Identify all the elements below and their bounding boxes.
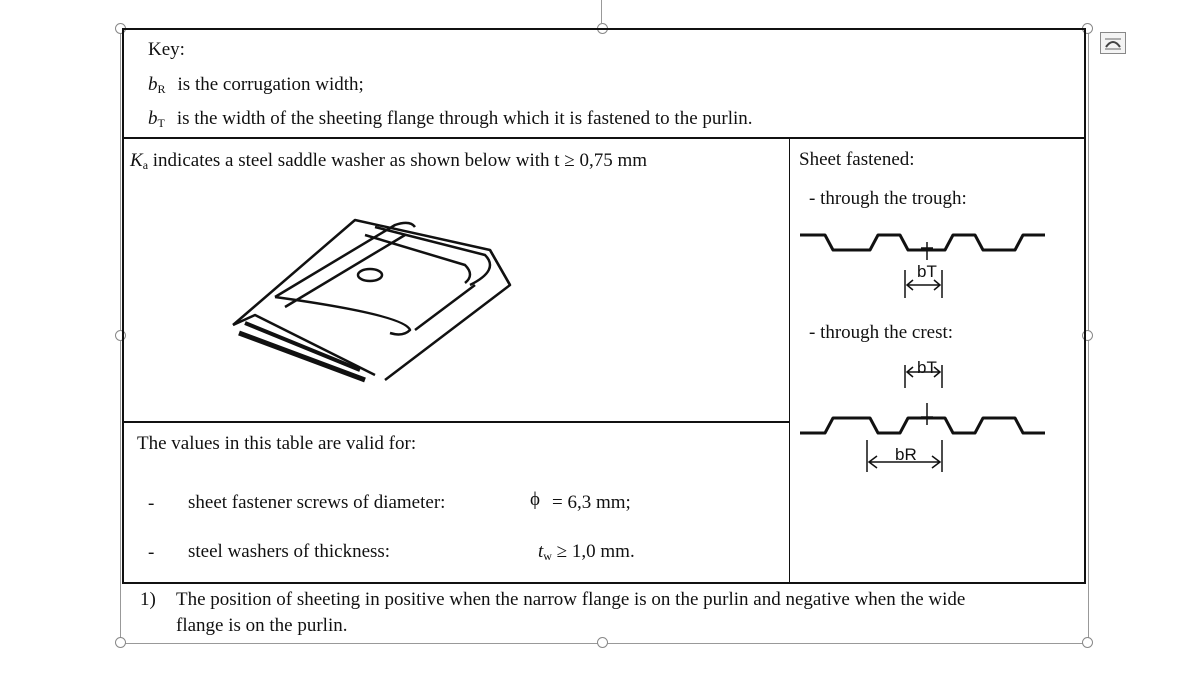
br-label: bR	[895, 445, 917, 464]
validity-title: The values in this table are valid for:	[137, 433, 417, 454]
resize-handle-bottom-left[interactable]	[115, 637, 126, 648]
table-column-divider	[789, 138, 790, 584]
footnote-number: 1)	[140, 589, 156, 610]
resize-handle-right[interactable]	[1082, 330, 1093, 341]
table-border-right	[1084, 28, 1086, 584]
resize-handle-left[interactable]	[115, 330, 126, 341]
screw-diameter-value: = 6,3 mm;	[552, 492, 631, 513]
washer-description: Ka indicates a steel saddle washer as sh…	[130, 150, 648, 172]
table-border-bottom	[122, 582, 1086, 584]
washer-thickness-value: tw ≥ 1,0 mm.	[538, 541, 635, 563]
bt-label-trough: bT	[917, 262, 937, 281]
sheeting-profiles-diagram	[800, 233, 1045, 472]
saddle-washer-drawing	[232, 218, 512, 383]
table-border-top	[122, 28, 1086, 30]
table-border-left	[122, 28, 124, 584]
bullet-dash: -	[148, 493, 155, 514]
washer-thickness-label: steel washers of thickness:	[188, 541, 391, 562]
footnote-line-1: The position of sheeting in positive whe…	[176, 589, 966, 610]
resize-handle-bottom[interactable]	[597, 637, 608, 648]
bullet-dash: -	[148, 542, 155, 563]
sheet-fastened-title: Sheet fastened:	[799, 149, 915, 170]
bt-label-crest: bT	[917, 358, 937, 377]
key-title: Key:	[148, 39, 185, 60]
through-crest-label: - through the crest:	[809, 322, 954, 343]
rotate-handle-stem	[601, 0, 602, 23]
table-row-divider	[122, 137, 1086, 139]
footnote-line-2: flange is on the purlin.	[176, 615, 348, 636]
layout-options-icon[interactable]	[1100, 32, 1126, 54]
table-cell-divider	[122, 421, 790, 423]
through-trough-label: - through the trough:	[809, 188, 967, 209]
resize-handle-bottom-right[interactable]	[1082, 637, 1093, 648]
diameter-symbol: ϕ	[530, 489, 541, 510]
screw-diameter-label: sheet fastener screws of diameter:	[188, 492, 446, 513]
